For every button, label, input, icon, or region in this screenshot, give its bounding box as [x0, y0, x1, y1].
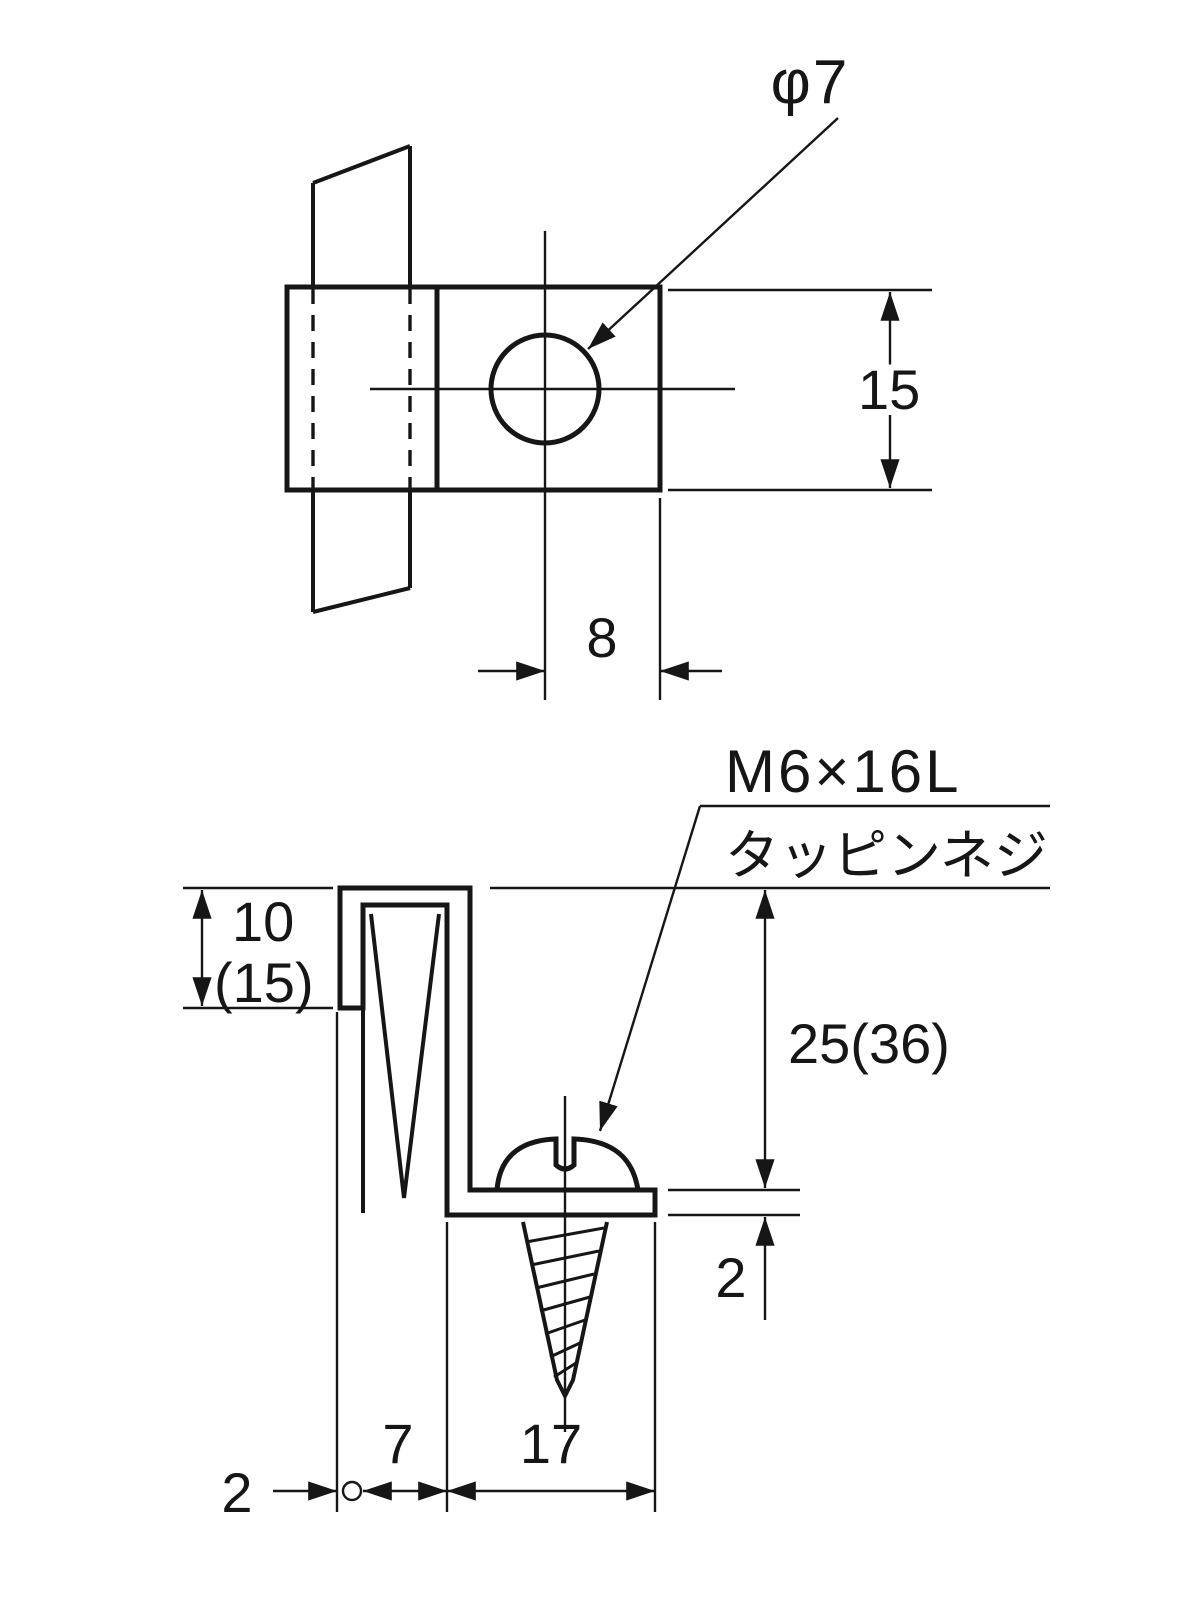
rod-outline-top-view — [311, 144, 412, 614]
top-view: φ7 15 8 — [284, 48, 932, 700]
datum-circle — [341, 1480, 363, 1502]
dim-plate-thickness-label: 2 — [715, 1246, 746, 1309]
screw-threads — [525, 1226, 605, 1379]
rod-hidden-lines — [311, 288, 412, 488]
dim-leg-length-label: 25(36) — [788, 1012, 950, 1075]
bottom-extension-lines — [335, 1012, 657, 1512]
dim-leg-length — [668, 890, 800, 1192]
dim-edge-offset-label: 2 — [221, 1461, 252, 1524]
dim-rod-width-label: 7 — [382, 1412, 413, 1475]
screw-label-leader — [598, 804, 1050, 1132]
dim-hook-depth — [183, 886, 333, 1010]
dim-height — [668, 288, 932, 492]
screw-type-label: タッピンネジ — [725, 826, 1048, 886]
hole-diameter-label: φ7 — [771, 48, 850, 117]
side-view: M6×16L タッピンネジ 10 (15) 25(36) 2 — [183, 738, 1050, 1524]
dim-foot-length-label: 17 — [520, 1412, 582, 1475]
centerlines-top-view — [370, 231, 735, 700]
dim-plate-thickness — [668, 1213, 800, 1320]
bracket-side-outline — [337, 885, 658, 1218]
screw-spec-label: M6×16L — [725, 738, 962, 805]
dim-width-label: 8 — [586, 606, 617, 669]
hole-leader — [587, 117, 839, 350]
dim-hook-depth-label: 10 — [232, 890, 294, 953]
rod-side-view — [361, 913, 441, 1213]
screw-head — [494, 1136, 641, 1191]
dim-edge-offset — [273, 1480, 363, 1502]
dim-hook-depth-alt-label: (15) — [214, 951, 314, 1014]
dim-width — [478, 498, 722, 700]
tapping-screw — [494, 1096, 641, 1432]
dim-height-label: 15 — [858, 358, 920, 421]
screw-shank-outline — [521, 1221, 609, 1401]
